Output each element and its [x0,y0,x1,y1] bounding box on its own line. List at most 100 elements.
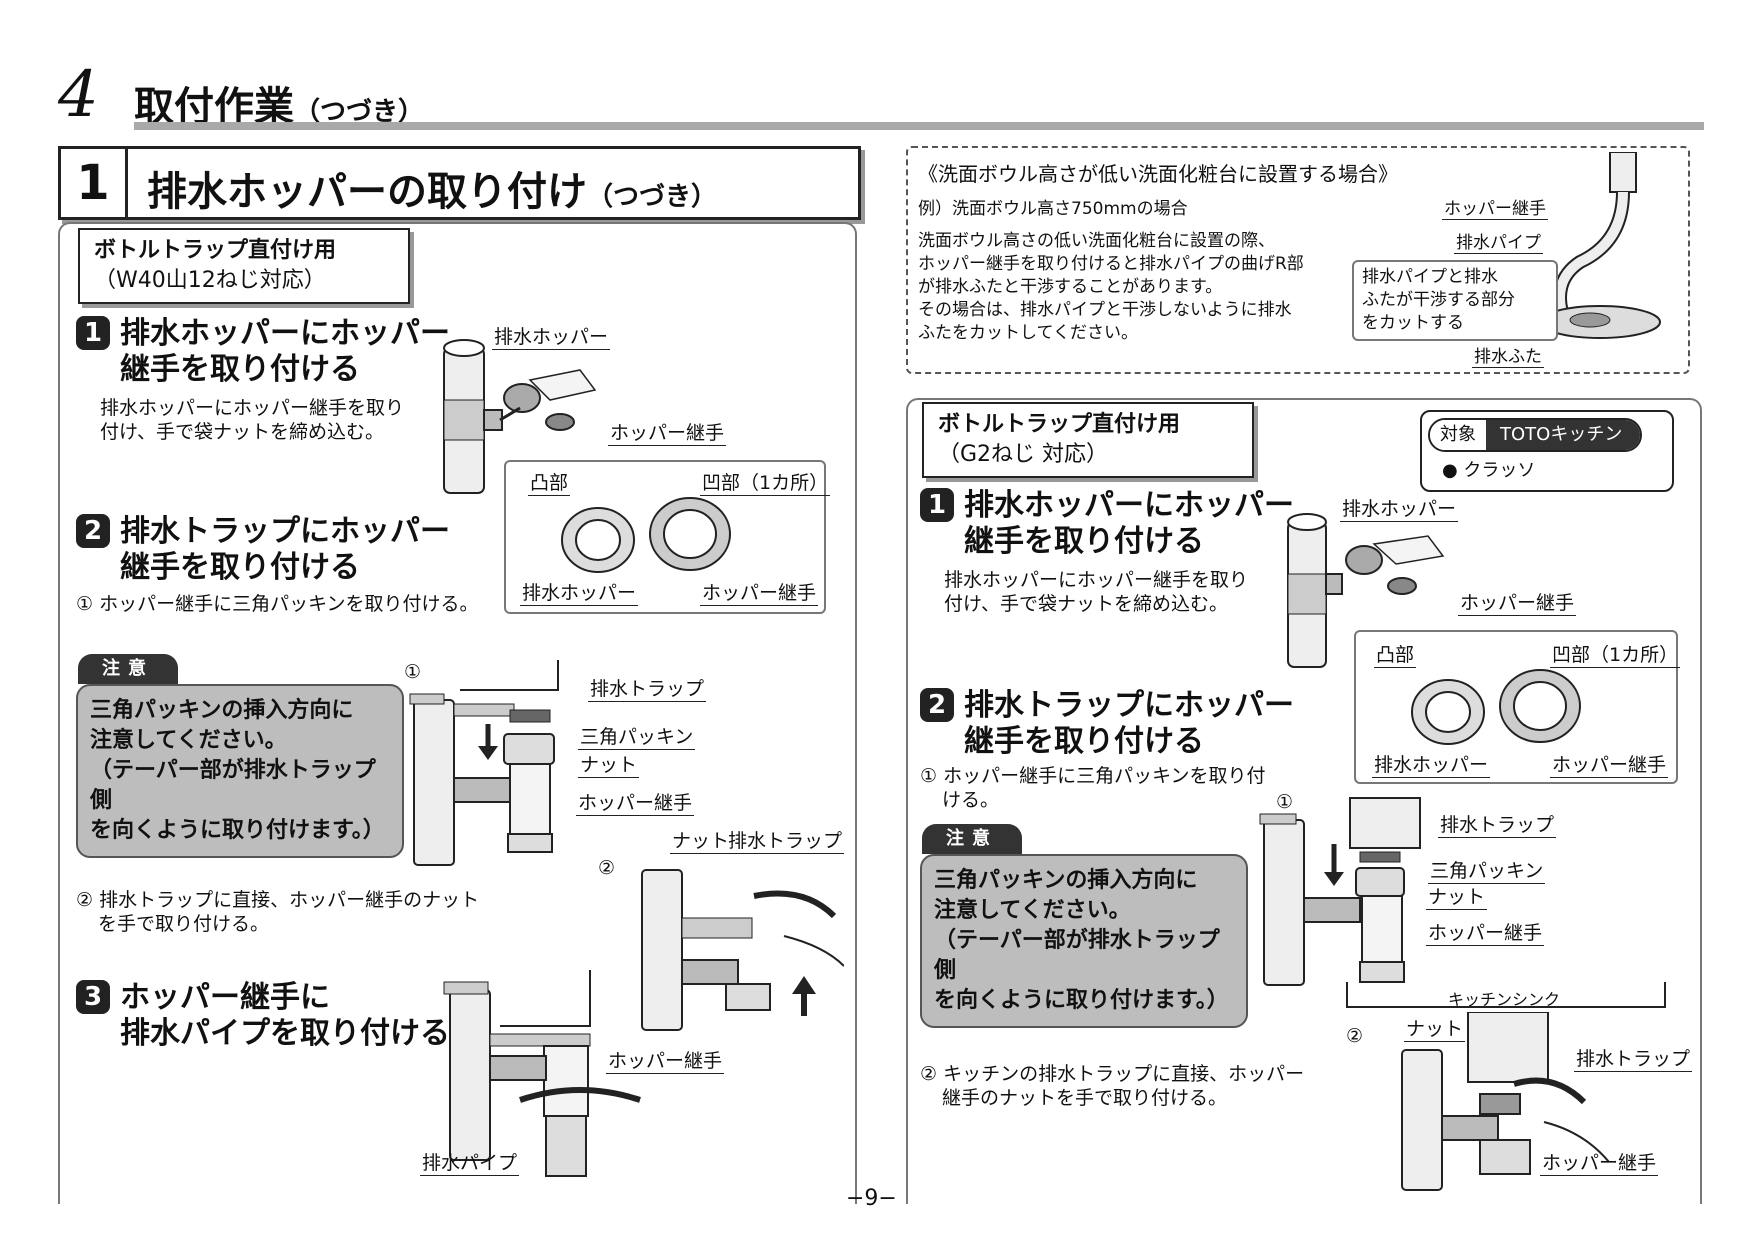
left-tag-line1: ボトルトラップ直付け用 [94,238,337,263]
chapter-rule [134,122,1704,130]
left-step2-note2-line2: を手で取り付ける。 [98,913,270,935]
left-step3-number: 3 [76,980,110,1014]
section-number: 1 [61,149,128,217]
right-label-joint2: ホッパー継手 [1426,918,1545,946]
left-step2-illustration1 [409,660,559,866]
right-step1-line2: 継手を取り付ける [964,524,1204,559]
left-step3-heading: 3 ホッパー継手に 排水パイプを取り付ける [76,980,450,1052]
section-title-text: 排水ホッパーの取り付け [147,169,587,215]
left-step2-illustration2 [641,869,844,1031]
right-note-callout-line2: ふたが干渉する部分 [1362,290,1515,310]
left-label-hopper: 排水ホッパー [492,322,611,350]
right-circle1: ① [1276,791,1294,813]
right-note-callout: 排水パイプと排水 ふたが干渉する部分 をカットする [1352,260,1558,341]
left-label-pipe: 排水パイプ [420,1148,520,1176]
section-title: 排水ホッパーの取り付け（つづき） [147,159,717,217]
left-step1-illustration [443,339,597,494]
left-step3-line1: ホッパー継手に [120,980,330,1015]
page-number: −9− [846,1186,897,1211]
right-label-detail-joint: ホッパー継手 [1550,750,1669,778]
right-step2-note1-line2: ける。 [942,789,1000,811]
right-step2-note1-line1: ① ホッパー継手に三角パッキンを取り付 [920,765,1266,787]
right-caution-line3: （テーパー部が排水トラップ側 [934,928,1220,983]
left-label-detail-hopper: 排水ホッパー [520,578,639,606]
left-panel [58,222,857,1204]
left-caution-line3: （テーパー部が排水トラップ側 [90,758,376,813]
chapter-number: 4 [58,58,99,132]
right-detail-illustration [1411,669,1581,745]
left-circle1: ① [404,661,422,683]
right-label-joint: ホッパー継手 [1458,588,1577,616]
right-note-body-line5: ふたをカットしてください。 [918,323,1138,343]
left-step2-note2: ② 排水トラップに直接、ホッパー継手のナット を手で取り付ける。 [76,888,479,936]
right-label-joint3: ホッパー継手 [1540,1148,1659,1176]
right-step1-body: 排水ホッパーにホッパー継手を取り 付け、手で袋ナットを締め込む。 [944,568,1248,616]
left-step3-illustration [443,970,641,1177]
right-step2-note2-line2: 継手のナットを手で取り付ける。 [942,1087,1228,1109]
right-tag: ボトルトラップ直付け用 （G2ねじ 対応） [922,402,1254,478]
left-label-trap2: 排水トラップ [726,826,845,854]
left-caution-line2: 注意してください。 [90,728,287,753]
right-step1-body-line2: 付け、手で袋ナットを締め込む。 [944,593,1229,615]
section-title-sub: （つづき） [587,182,718,212]
right-note-label-joint: ホッパー継手 [1442,194,1548,220]
left-step2-line2: 継手を取り付ける [120,550,360,585]
right-step2-line1: 排水トラップにホッパー [964,688,1294,723]
left-step2-line1: 排水トラップにホッパー [120,514,450,549]
right-tag-line1: ボトルトラップ直付け用 [938,412,1181,437]
right-note-illustration [1539,152,1661,339]
right-step2-illustration2 [1401,1012,1610,1191]
left-label-packing: 三角パッキン [578,722,696,750]
left-label-trap: 排水トラップ [588,674,707,702]
left-tag-line2: （W40山12ねじ対応） [94,268,326,293]
right-step2-note1: ① ホッパー継手に三角パッキンを取り付 ける。 [920,764,1266,812]
left-tag: ボトルトラップ直付け用 （W40山12ねじ対応） [78,228,410,304]
right-note-body-line1: 洗面ボウル高さの低い洗面化粧台に設置の際、 [918,231,1275,251]
right-label-packing: 三角パッキン [1428,856,1546,884]
right-note-label-pipe: 排水パイプ [1454,228,1543,254]
right-target-item: ● クラッソ [1442,460,1536,481]
right-label-concave: 凹部（1カ所） [1550,640,1681,668]
section-header: 1 排水ホッパーの取り付け（つづき） [58,146,861,220]
left-label-concave: 凹部（1カ所） [700,468,831,496]
right-sink-bracket [1346,982,1666,1008]
left-step1-body: 排水ホッパーにホッパー継手を取り 付け、手で袋ナットを締め込む。 [100,396,404,444]
right-circle2: ② [1346,1025,1364,1047]
left-caution-head: 注意 [78,654,178,684]
right-step1-illustration [1287,513,1445,668]
left-step2-note1: ① ホッパー継手に三角パッキンを取り付ける。 [76,593,479,615]
left-caution-box: 三角パッキンの挿入方向に 注意してください。 （テーパー部が排水トラップ側 を向… [76,684,404,858]
left-step1-body-line1: 排水ホッパーにホッパー継手を取り [100,397,405,419]
right-panel [906,398,1702,1204]
left-label-nut2: ナット [670,826,732,854]
left-caution-line1: 三角パッキンの挿入方向に [90,698,354,723]
right-step2-line2: 継手を取り付ける [964,724,1204,759]
left-step1-body-line2: 付け、手で袋ナットを締め込む。 [100,421,385,443]
left-step3-line2: 排水パイプを取り付ける [120,1016,450,1051]
left-step2-number: 2 [76,514,110,548]
right-label-trap2: 排水トラップ [1574,1044,1693,1072]
right-caution-line2: 注意してください。 [934,898,1131,923]
right-label-nut: ナット [1426,882,1488,910]
right-target-pill: 対象 TOTOキッチン [1428,418,1642,452]
right-note-title: 《洗面ボウル高さが低い洗面化粧台に設置する場合》 [918,162,1398,186]
right-note-example: 例）洗面ボウル高さ750mmの場合 [918,199,1188,219]
right-caution-line1: 三角パッキンの挿入方向に [934,868,1198,893]
left-caution-line4: を向くように取り付けます。） [90,818,385,843]
left-label-detail-joint: ホッパー継手 [700,578,819,606]
right-step2-note2-line1: ② キッチンの排水トラップに直接、ホッパー [920,1063,1305,1085]
right-label-nut2: ナット [1404,1014,1466,1042]
right-note-body: 洗面ボウル高さの低い洗面化粧台に設置の際、 ホッパー継手を取り付けると排水パイプ… [918,230,1304,345]
right-note-box [906,146,1690,374]
left-step2-heading: 2 排水トラップにホッパー 継手を取り付ける [76,514,450,586]
right-target-value: TOTOキッチン [1486,420,1640,450]
left-step2-note2-line1: ② 排水トラップに直接、ホッパー継手のナット [76,889,480,911]
left-label-joint: ホッパー継手 [608,418,727,446]
right-target-label: 対象 [1430,420,1486,450]
left-circle2: ② [598,857,616,879]
left-label-joint2: ホッパー継手 [576,788,695,816]
left-step1-line1: 排水ホッパーにホッパー [120,316,450,351]
